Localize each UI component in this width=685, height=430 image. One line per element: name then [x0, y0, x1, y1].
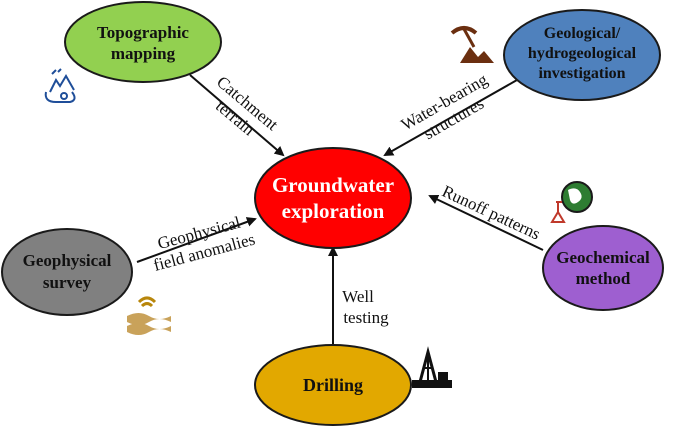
edge-label-drilling-line2: testing — [343, 308, 389, 327]
node-geophysical-ellipse — [1, 228, 133, 316]
terrain-icon — [44, 68, 76, 103]
node-geological-line2: hydrogeological — [528, 45, 637, 62]
arrow-geochemical — [428, 194, 544, 251]
node-drilling-line1: Drilling — [303, 375, 363, 395]
node-geophysical-line2: survey — [43, 273, 92, 292]
center-node: Groundwater exploration — [254, 147, 412, 249]
node-topographic-line2: mapping — [111, 44, 176, 63]
edge-label-drilling: Well testing — [342, 287, 389, 327]
drilling-rig-icon — [412, 346, 452, 388]
node-drilling-ellipse — [254, 344, 412, 426]
edge-label-topographic: Catchment terrain — [212, 72, 282, 139]
node-geochemical-ellipse — [542, 225, 664, 311]
node-topographic-mapping: Topographic mapping — [64, 1, 222, 83]
arrow-geophysical — [136, 217, 257, 263]
node-topographic-ellipse — [64, 1, 222, 83]
node-topographic-line1: Topographic — [97, 23, 189, 42]
edge-label-geophysical: Geophysical field anomalies — [151, 213, 257, 275]
mining-icon — [450, 26, 494, 63]
edge-label-geochemical: Runoff patterns — [439, 182, 543, 244]
node-geochemical-method: Geochemical method — [542, 225, 664, 311]
node-geochemical-line2: method — [576, 269, 631, 288]
node-geochemical-line1: Geochemical — [556, 248, 650, 267]
geochemistry-globe-icon — [550, 181, 593, 223]
node-geological-ellipse — [503, 9, 661, 101]
node-geophysical-line1: Geophysical — [23, 251, 112, 270]
edge-label-drilling-line1: Well — [342, 287, 374, 306]
center-node-ellipse — [254, 147, 412, 249]
node-geophysical-survey: Geophysical survey — [1, 228, 133, 316]
node-drilling: Drilling — [254, 344, 412, 426]
center-node-line1: Groundwater — [272, 173, 394, 197]
seismic-wave-icon — [127, 296, 171, 335]
node-geological-line1: Geological/ — [544, 25, 621, 42]
center-node-line2: exploration — [282, 199, 385, 223]
node-geological-line3: investigation — [538, 65, 625, 82]
arrow-topographic — [189, 74, 285, 157]
node-geological-investigation: Geological/ hydrogeological investigatio… — [503, 9, 661, 101]
edge-label-geochemical-line1: Runoff patterns — [439, 182, 543, 244]
arrow-geological — [383, 79, 518, 156]
